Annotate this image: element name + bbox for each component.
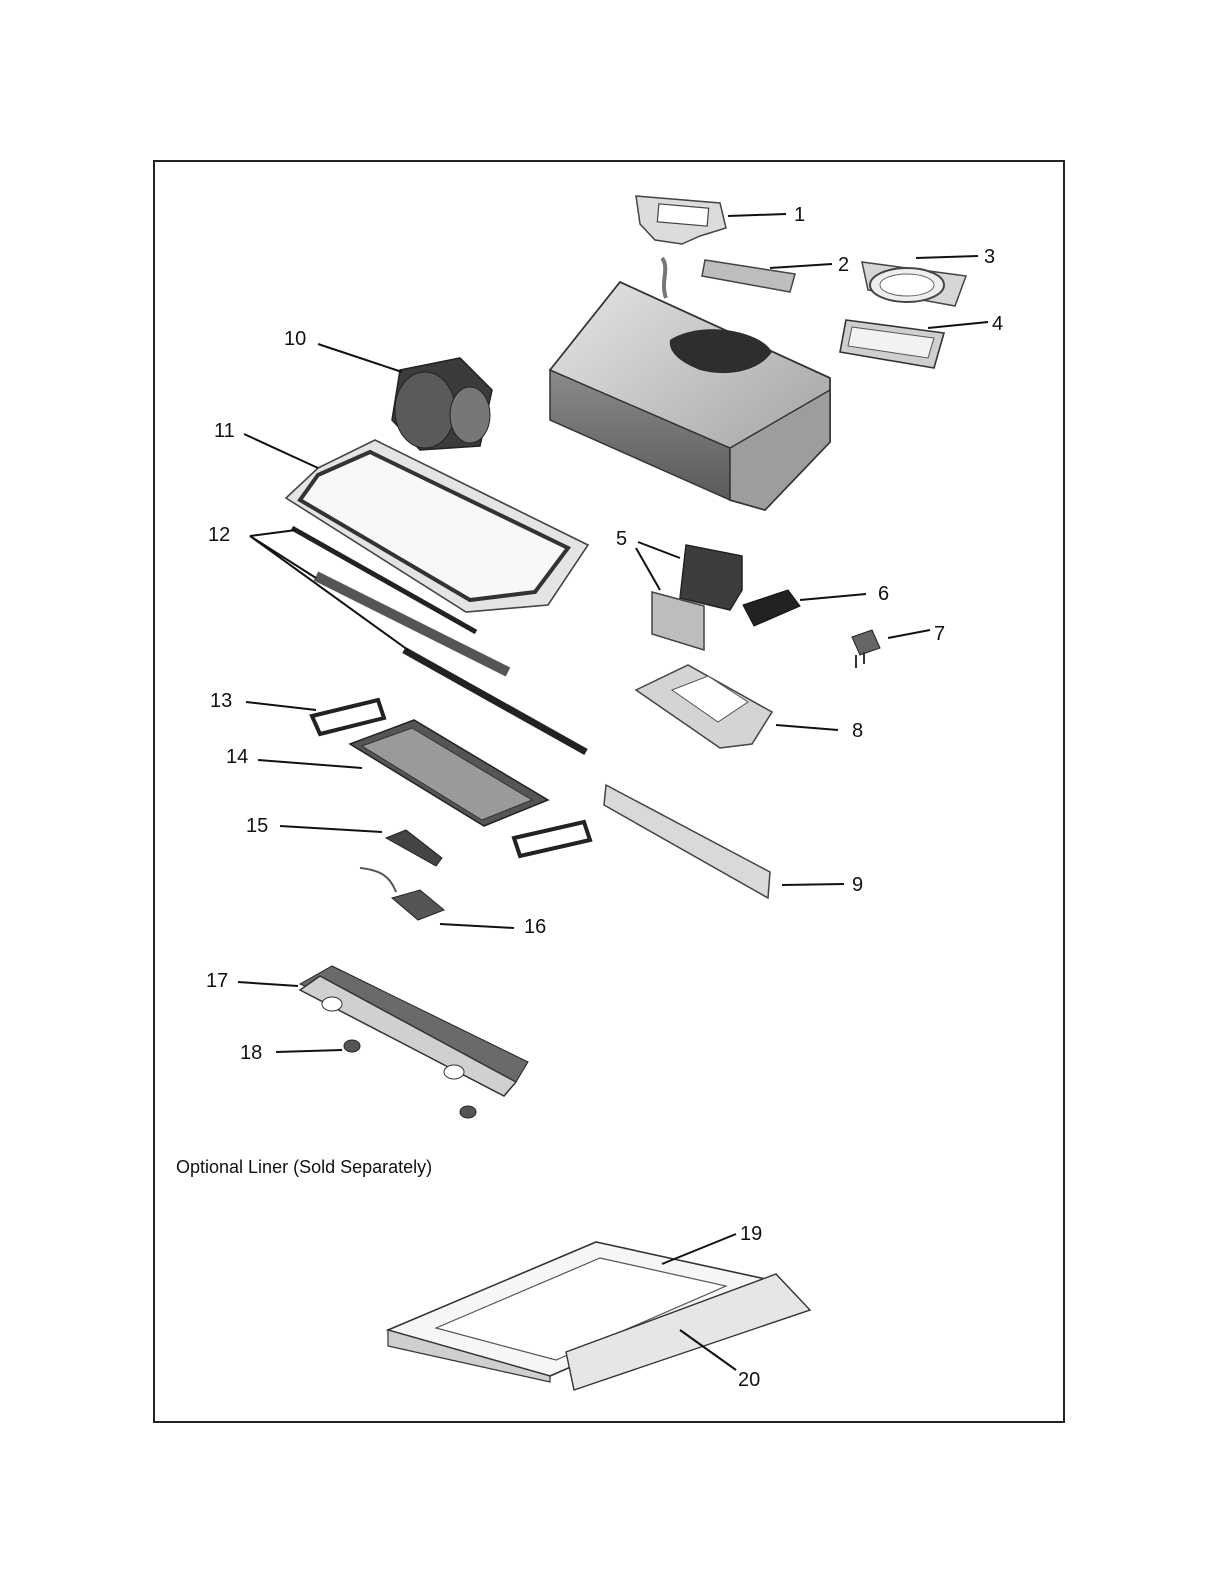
part-number-11: 11 bbox=[214, 420, 235, 442]
part-front-trim bbox=[604, 785, 770, 898]
part-number-9: 9 bbox=[852, 874, 863, 896]
part-number-2: 2 bbox=[838, 254, 849, 276]
part-number-17: 17 bbox=[206, 970, 228, 992]
part-baffle-filter bbox=[350, 720, 548, 826]
part-number-10: 10 bbox=[284, 328, 306, 350]
part-number-12: 12 bbox=[208, 524, 230, 546]
part-switch bbox=[852, 630, 880, 668]
part-blower-motor bbox=[392, 358, 492, 450]
part-mounting-plate bbox=[636, 665, 772, 748]
part-control-board bbox=[743, 590, 800, 626]
part-liner bbox=[388, 1242, 810, 1390]
part-number-19: 19 bbox=[740, 1223, 762, 1245]
part-number-20: 20 bbox=[738, 1369, 760, 1391]
part-cover-strip bbox=[702, 260, 795, 292]
part-light-panel bbox=[300, 966, 528, 1096]
part-round-collar-plate bbox=[862, 262, 966, 306]
part-number-6: 6 bbox=[878, 583, 889, 605]
optional-liner-caption: Optional Liner (Sold Separately) bbox=[176, 1157, 432, 1178]
part-number-14: 14 bbox=[226, 746, 248, 768]
part-light-bracket bbox=[386, 830, 442, 866]
part-number-16: 16 bbox=[524, 916, 546, 938]
part-number-18: 18 bbox=[240, 1042, 262, 1064]
part-number-1: 1 bbox=[794, 204, 805, 226]
part-transformer bbox=[360, 868, 444, 920]
part-number-15: 15 bbox=[246, 815, 268, 837]
part-hood-body bbox=[550, 258, 830, 510]
part-control-box bbox=[652, 545, 742, 650]
part-duct-plate bbox=[636, 196, 726, 244]
part-number-4: 4 bbox=[992, 313, 1003, 335]
part-number-8: 8 bbox=[852, 720, 863, 742]
part-number-3: 3 bbox=[984, 246, 995, 268]
part-number-7: 7 bbox=[934, 623, 945, 645]
part-number-13: 13 bbox=[210, 690, 232, 712]
part-number-5: 5 bbox=[616, 528, 627, 550]
